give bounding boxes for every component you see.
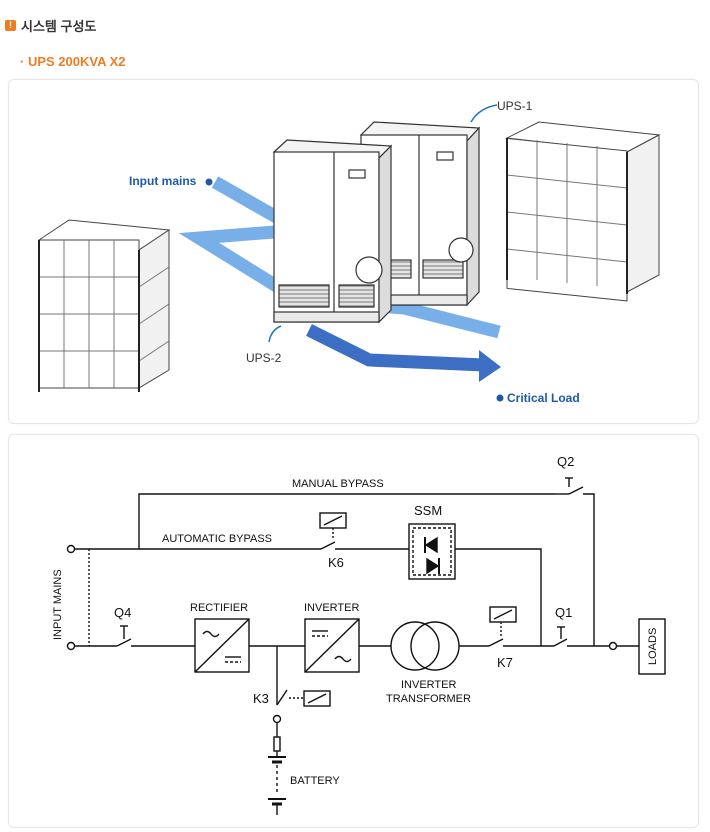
input-dot-icon [205,178,213,186]
input-terminal-bottom [66,641,76,651]
inverter-label: INVERTER [304,602,359,614]
ups-2-cabinet [272,139,393,324]
transformer-label-1: INVERTER [401,679,456,691]
ups-2-label: UPS-2 [246,351,282,365]
system-illustration: UPS-1 UPS-2 Input mains Critical Load [37,99,661,405]
k7-relay: K7 [488,606,554,670]
critical-load-label: Critical Load [507,391,580,405]
q4-label: Q4 [114,605,131,620]
system-illustration-panel: UPS-1 UPS-2 Input mains Critical Load [8,79,699,424]
loads-label: LOADS [647,628,659,665]
ssm-label: SSM [414,503,442,518]
inverter-block: INVERTER [304,602,360,673]
q1-switch: Q1 [553,605,613,647]
output-terminal [608,641,618,651]
ssm-switch: SSM [408,503,542,646]
loads-box [638,618,666,675]
output-arrow-head [479,350,501,382]
output-dot-icon [496,394,504,402]
q4-switch: Q4 [114,605,195,647]
k6-relay: K6 [319,512,409,570]
section-title: 시스템 구성도 [21,18,97,34]
alert-badge-icon: ! [5,19,16,31]
q2-switch: Q2 [554,454,595,646]
subtitle: · UPS 200KVA X2 [20,54,126,69]
input-mains-label: INPUT MAINS [52,569,64,640]
input-mains-label: Input mains [129,174,197,188]
schematic-panel: INPUT MAINS MANUAL BYPASS AUTOMATIC BYPA… [8,434,699,828]
input-terminal-top [66,544,76,554]
rectifier-label: RECTIFIER [190,602,248,614]
k7-label: K7 [497,655,513,670]
section-header: ! 시스템 구성도 [5,14,96,36]
automatic-bypass-label: AUTOMATIC BYPASS [162,533,272,545]
output-flow-arrow [306,324,485,372]
k3-label: K3 [253,691,269,706]
manual-bypass-line [75,493,554,550]
battery-label: BATTERY [290,775,340,787]
transformer-label-2: TRANSFORMER [386,693,471,705]
left-battery-rack [37,219,171,392]
manual-bypass-label: MANUAL BYPASS [292,478,384,490]
right-battery-rack [505,121,661,302]
ups-1-label: UPS-1 [497,99,533,113]
ups-schematic: INPUT MAINS MANUAL BYPASS AUTOMATIC BYPA… [52,454,666,815]
q1-label: Q1 [555,605,572,620]
q2-label: Q2 [557,454,574,469]
inverter-transformer: INVERTER TRANSFORMER [386,621,471,705]
ups-2-pointer-icon [268,325,282,343]
k6-label: K6 [328,555,344,570]
rectifier-block: RECTIFIER [190,602,250,673]
ups-1-pointer-icon [470,104,498,123]
battery-branch: K3 BATTERY [253,646,340,815]
